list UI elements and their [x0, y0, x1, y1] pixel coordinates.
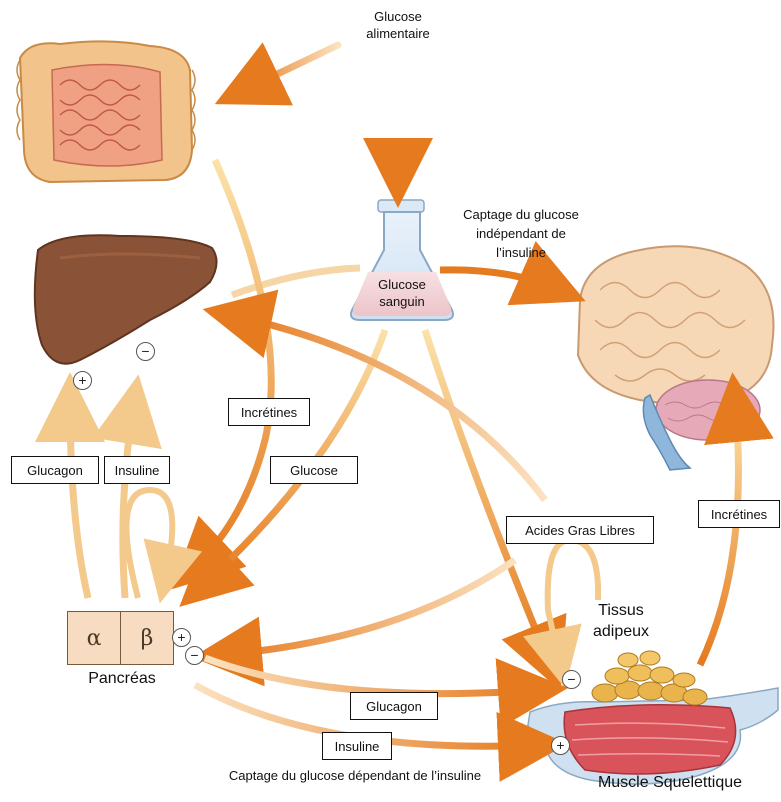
label-glucose-alimentaire-line1: Glucose — [348, 8, 448, 25]
sign-minus-muscle: − — [562, 670, 581, 689]
sign-minus-pancreas: − — [185, 646, 204, 665]
arrow-pancreas-loop — [126, 490, 172, 598]
label-captage-independant: Captage du glucose indépendant de l’insu… — [446, 205, 596, 262]
box-incretines-left: Incrétines — [228, 398, 310, 426]
arrow-liver-to-flask — [232, 268, 360, 295]
sign-minus-liver: − — [136, 342, 155, 361]
label-captage-independant-line3: l’insuline — [446, 243, 596, 262]
label-glucose-alimentaire-line2: alimentaire — [348, 25, 448, 42]
box-glucose: Glucose — [270, 456, 358, 484]
box-insuline-bottom: Insuline — [322, 732, 392, 760]
box-acides-gras: Acides Gras Libres — [506, 516, 654, 544]
box-glucagon-left: Glucagon — [11, 456, 99, 484]
brain-illustration — [578, 246, 773, 470]
label-glucose-sanguin: Glucose sanguin — [366, 276, 438, 310]
sign-plus-liver: + — [73, 371, 92, 390]
arrow-flask-to-brain — [440, 270, 560, 290]
pancreas-beta-cell: β — [120, 611, 174, 665]
liver-illustration — [35, 235, 217, 363]
arrow-fatty-acids-to-pancreas — [220, 560, 515, 655]
label-tissus-adipeux-line1: Tissus — [566, 600, 676, 621]
label-captage-independant-line1: Captage du glucose — [446, 205, 596, 224]
label-glucose-sanguin-line1: Glucose — [366, 276, 438, 293]
label-tissus-adipeux-line2: adipeux — [566, 621, 676, 642]
intestine-illustration — [17, 41, 195, 182]
arrow-food-to-intestine — [240, 45, 338, 92]
box-incretines-right: Incrétines — [698, 500, 780, 528]
label-captage-independant-line2: indépendant de — [446, 224, 596, 243]
pancreas-alpha-cell: α — [67, 611, 121, 665]
box-insuline-left: Insuline — [104, 456, 170, 484]
arrow-flask-to-muscle — [425, 330, 550, 665]
label-captage-dependant: Captage du glucose dépendant de l’insuli… — [190, 768, 520, 783]
muscle-illustration — [528, 688, 778, 784]
label-muscle-squelettique: Muscle Squelettique — [570, 774, 770, 792]
label-glucose-alimentaire: Glucose alimentaire — [348, 8, 448, 42]
label-pancreas: Pancréas — [72, 670, 172, 688]
label-glucose-sanguin-line2: sanguin — [366, 293, 438, 310]
sign-plus-pancreas: + — [172, 628, 191, 647]
arrow-incretines-to-pancreas — [192, 160, 271, 570]
arrow-glucagon-to-liver — [70, 400, 88, 598]
sign-plus-muscle: + — [551, 736, 570, 755]
box-glucagon-bottom: Glucagon — [350, 692, 438, 720]
label-tissus-adipeux: Tissus adipeux — [566, 600, 676, 642]
adipose-illustration — [592, 651, 707, 705]
arrow-glucagon-to-muscle — [205, 658, 540, 694]
